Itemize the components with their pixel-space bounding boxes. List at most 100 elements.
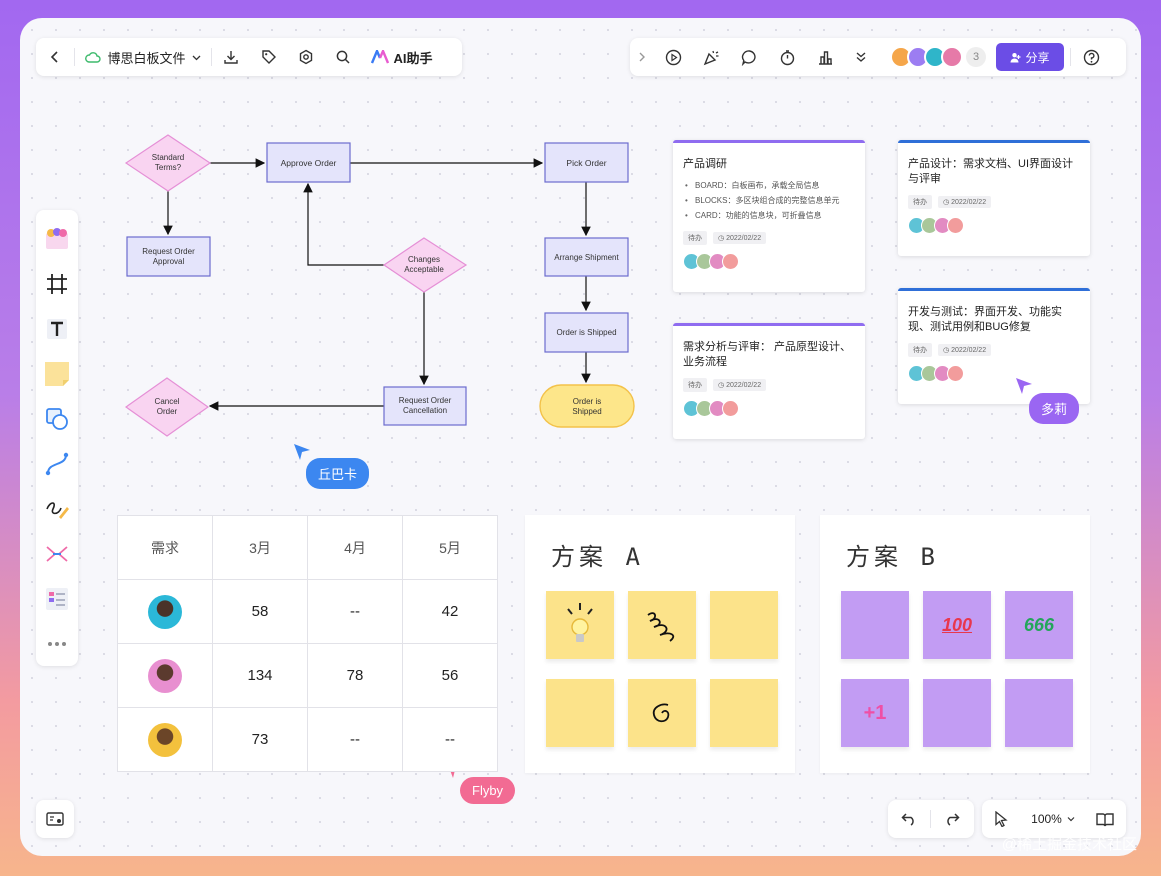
outline-button[interactable] — [1086, 800, 1124, 838]
connector-tool[interactable] — [36, 441, 78, 486]
help-icon — [1083, 49, 1099, 65]
redo-button[interactable] — [931, 800, 973, 838]
help-button[interactable] — [1071, 38, 1111, 76]
pen-tool[interactable] — [36, 486, 78, 531]
table-cell[interactable]: 58 — [212, 579, 308, 644]
sticky-note[interactable] — [1005, 679, 1073, 747]
comment-button[interactable] — [730, 38, 768, 76]
table-tool[interactable] — [36, 576, 78, 621]
table-cell[interactable]: 73 — [212, 707, 308, 772]
node-label: Order — [157, 407, 178, 416]
sticky-note[interactable] — [628, 679, 696, 747]
node-label: Acceptable — [404, 265, 444, 274]
table-cell[interactable]: 56 — [402, 643, 498, 708]
node-label: Cancellation — [403, 406, 447, 415]
card-title: 开发与测试：界面开发、功能实现、测试用例和BUG修复 — [908, 306, 1062, 333]
requirements-table[interactable]: 需求 3月 4月 5月 58 -- 42 134 78 56 73 -- -- — [117, 515, 498, 772]
whiteboard-canvas[interactable]: 博思白板文件 AI助手 — [20, 18, 1141, 856]
kanban-card[interactable]: 需求分析与评审： 产品原型设计、业务流程 待办 ◷ 2022/02/22 — [673, 323, 865, 439]
node-changes-acceptable[interactable]: Changes Acceptable — [382, 237, 468, 293]
table-cell[interactable]: 42 — [402, 579, 498, 644]
search-button[interactable] — [324, 38, 362, 76]
flowchart: Standard Terms? Approve Order Pick Order… — [124, 134, 635, 437]
more-tools-button[interactable] — [844, 38, 878, 76]
sticky-note[interactable]: 666 — [1005, 591, 1073, 659]
sticky-note[interactable]: 100 — [923, 591, 991, 659]
tag-button[interactable] — [250, 38, 288, 76]
node-approve-order[interactable]: Approve Order — [266, 142, 351, 183]
ai-assistant-button[interactable]: AI助手 — [362, 38, 442, 76]
table-header-cell[interactable]: 4月 — [307, 515, 403, 580]
more-tools-item[interactable] — [36, 621, 78, 666]
shape-tool[interactable] — [36, 396, 78, 441]
kanban-card[interactable]: 开发与测试：界面开发、功能实现、测试用例和BUG修复 待办 ◷ 2022/02/… — [898, 288, 1090, 404]
table-cell[interactable]: 78 — [307, 643, 403, 708]
table-cell[interactable]: 134 — [212, 643, 308, 708]
node-order-shipped-end[interactable]: Order is Shipped — [539, 384, 635, 428]
settings-button[interactable] — [288, 38, 324, 76]
frame-tool[interactable] — [36, 261, 78, 306]
collaborator-avatars[interactable]: 3 — [878, 38, 990, 76]
avatar — [941, 46, 963, 68]
node-pick-order[interactable]: Pick Order — [544, 142, 629, 183]
node-standard-terms[interactable]: Standard Terms? — [124, 134, 212, 192]
node-label: Terms? — [155, 163, 182, 172]
zoom-dropdown[interactable]: 100% — [1020, 800, 1086, 838]
text-tool[interactable] — [36, 306, 78, 351]
celebrate-button[interactable] — [692, 38, 730, 76]
sticky-note-tool[interactable] — [36, 351, 78, 396]
undo-button[interactable] — [888, 800, 930, 838]
table-cell[interactable] — [117, 579, 213, 644]
table-header-cell[interactable]: 5月 — [402, 515, 498, 580]
node-request-order-cancellation[interactable]: Request Order Cancellation — [383, 386, 467, 426]
doc-title-dropdown[interactable]: 博思白板文件 — [75, 38, 211, 76]
sticky-note[interactable] — [923, 679, 991, 747]
sticky-note[interactable] — [710, 591, 778, 659]
sticky-note[interactable] — [628, 591, 696, 659]
node-order-is-shipped[interactable]: Order is Shipped — [544, 312, 629, 353]
celebrate-icon — [703, 50, 718, 65]
sticky-note[interactable] — [546, 591, 614, 659]
template-icon — [46, 227, 68, 249]
node-arrange-shipment[interactable]: Arrange Shipment — [544, 237, 629, 277]
kanban-card[interactable]: 产品设计：需求文档、UI界面设计与评审 待办 ◷ 2022/02/22 — [898, 140, 1090, 256]
table-header-cell[interactable]: 需求 — [117, 515, 213, 580]
template-tool[interactable] — [36, 216, 78, 261]
sticky-note[interactable] — [710, 679, 778, 747]
avatar — [722, 253, 739, 270]
download-button[interactable] — [212, 38, 250, 76]
card-date: 2022/02/22 — [951, 199, 987, 206]
vote-button[interactable] — [806, 38, 844, 76]
sticky-note[interactable] — [841, 591, 909, 659]
card-title: 产品调研 — [683, 158, 727, 170]
table-cell[interactable]: -- — [402, 707, 498, 772]
chevron-right-icon — [639, 52, 645, 62]
board-plan-a[interactable]: 方案 A — [525, 515, 795, 773]
table-row: 73 -- -- — [117, 707, 498, 772]
mindmap-tool[interactable] — [36, 531, 78, 576]
back-button[interactable] — [36, 38, 74, 76]
table-cell[interactable] — [117, 643, 213, 708]
lightbulb-icon — [567, 603, 593, 642]
table-header-cell[interactable]: 3月 — [212, 515, 308, 580]
sticky-note[interactable] — [546, 679, 614, 747]
present-button[interactable] — [654, 38, 692, 76]
share-button[interactable]: 分享 — [996, 43, 1064, 71]
sticky-note[interactable]: +1 — [841, 679, 909, 747]
board-plan-b[interactable]: 方案 B 100 666 +1 — [820, 515, 1090, 773]
table-cell[interactable]: -- — [307, 579, 403, 644]
timer-button[interactable] — [768, 38, 806, 76]
table-cell[interactable]: -- — [307, 707, 403, 772]
chevron-down-icon — [192, 55, 200, 60]
collapse-toolbar-button[interactable] — [630, 38, 654, 76]
avatar — [148, 594, 182, 629]
status-badge: 待办 — [908, 195, 932, 209]
divider — [930, 810, 931, 828]
select-tool-button[interactable] — [982, 800, 1020, 838]
table-cell[interactable] — [117, 707, 213, 772]
node-cancel-order[interactable]: Cancel Order — [124, 377, 210, 437]
kanban-card[interactable]: 产品调研 BOARD：白板画布，承载全局信息 BLOCKS：多区块组合成的完整信… — [673, 140, 865, 292]
minimap-button[interactable] — [36, 800, 74, 838]
table-header-row: 需求 3月 4月 5月 — [117, 515, 498, 580]
node-request-order-approval[interactable]: Request Order Approval — [126, 236, 211, 277]
